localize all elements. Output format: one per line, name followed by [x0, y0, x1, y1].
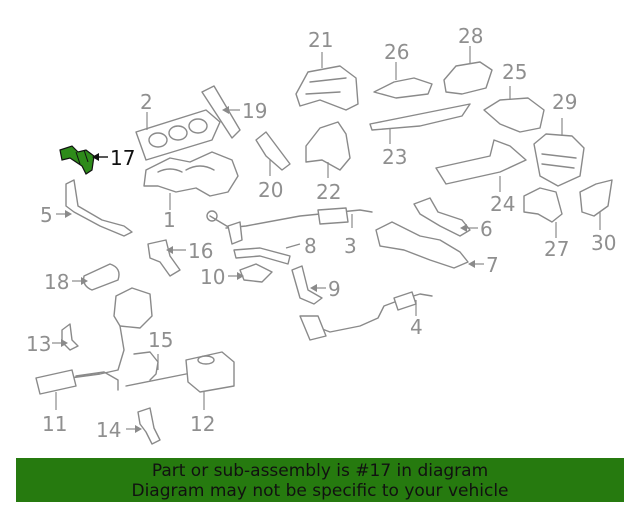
part-16-bracket[interactable]: [147, 239, 186, 277]
part-29-shield[interactable]: [533, 118, 585, 187]
callout-6: 6: [480, 217, 493, 241]
part-7-crossmember[interactable]: [375, 221, 484, 269]
part-10-bracket[interactable]: [228, 263, 273, 283]
part-15-pipe[interactable]: [133, 351, 159, 381]
callout-16: 16: [188, 239, 214, 263]
part-4-intermediate-pipe[interactable]: [299, 291, 433, 341]
part-2-gasket[interactable]: [135, 109, 221, 161]
callout-9: 9: [328, 277, 341, 301]
callout-24: 24: [490, 192, 516, 216]
callout-12: 12: [190, 412, 216, 436]
callout-29: 29: [552, 90, 578, 114]
callout-13: 13: [26, 332, 52, 356]
callout-20: 20: [258, 178, 284, 202]
part-3-front-pipe[interactable]: [206, 207, 373, 245]
part-25-shield[interactable]: [483, 86, 545, 133]
callout-1: 1: [163, 208, 176, 232]
part-24-shield[interactable]: [435, 139, 527, 192]
callout-7: 7: [486, 253, 499, 277]
part-8-bracket[interactable]: [233, 243, 301, 265]
callout-2: 2: [140, 90, 153, 114]
callout-30: 30: [591, 231, 617, 255]
part-28-shield[interactable]: [443, 46, 493, 95]
callout-11: 11: [42, 412, 68, 436]
part-22-shield[interactable]: [305, 121, 351, 178]
part-18-tip[interactable]: [72, 263, 120, 291]
part-30-shield[interactable]: [579, 179, 613, 230]
part-23-heat-shield[interactable]: [369, 103, 471, 144]
part-19-heat-strip[interactable]: [201, 85, 241, 139]
part-9-hanger[interactable]: [291, 265, 326, 305]
part-5-bracket[interactable]: [56, 179, 133, 237]
callout-28: 28: [458, 24, 484, 48]
callout-26: 26: [384, 40, 410, 64]
part-21-heat-shield[interactable]: [295, 52, 359, 111]
part-1-manifold[interactable]: [143, 151, 239, 210]
exhaust-parts-diagram: [35, 46, 613, 445]
part-12-rear-muffler[interactable]: [125, 351, 235, 410]
callout-8: 8: [304, 234, 317, 258]
part-27-shield[interactable]: [523, 187, 563, 238]
callout-21: 21: [308, 28, 334, 52]
callout-10: 10: [200, 265, 226, 289]
part-17-highlighted[interactable]: [59, 145, 108, 175]
info-banner: Part or sub-assembly is #17 in diagram D…: [16, 458, 624, 502]
part-13-hanger[interactable]: [52, 323, 79, 351]
callout-4: 4: [410, 315, 423, 339]
callout-17[interactable]: 17: [110, 146, 136, 170]
banner-line-1: Part or sub-assembly is #17 in diagram: [151, 461, 489, 481]
part-20-bracket[interactable]: [255, 131, 291, 176]
part-14-bracket[interactable]: [126, 407, 161, 445]
callout-3: 3: [344, 234, 357, 258]
banner-line-2: Diagram may not be specific to your vehi…: [131, 481, 509, 501]
callout-23: 23: [382, 145, 408, 169]
callout-5: 5: [40, 203, 53, 227]
callout-19: 19: [242, 99, 268, 123]
callout-27: 27: [544, 237, 570, 261]
callout-22: 22: [316, 180, 342, 204]
callout-15: 15: [148, 328, 174, 352]
callout-14: 14: [96, 418, 122, 442]
part-26-shield[interactable]: [373, 62, 433, 99]
part-6-bracket[interactable]: [413, 197, 478, 237]
callout-18: 18: [44, 270, 70, 294]
part-11-rear-pipe[interactable]: [35, 287, 153, 410]
callout-25: 25: [502, 60, 528, 84]
